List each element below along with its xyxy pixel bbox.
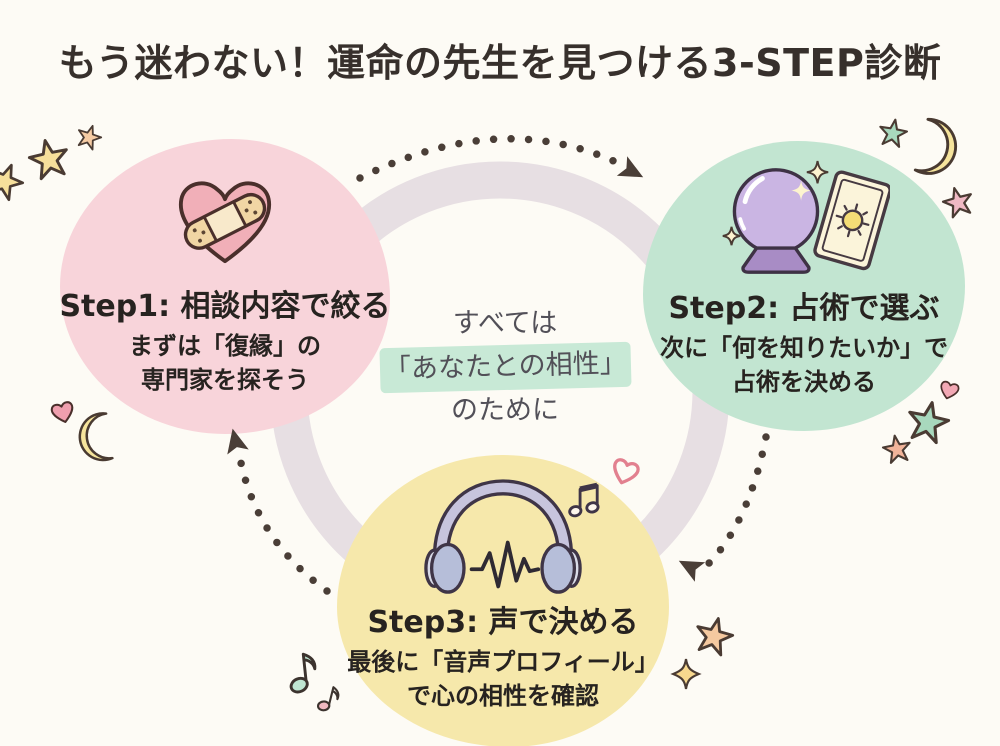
arrow-step2-to-step3 xyxy=(698,433,770,574)
star-icon xyxy=(0,162,25,202)
step1-card: Step1: 相談内容で絞る まずは「復縁」の 専門家を探そう xyxy=(59,139,391,434)
center-line1: すべては xyxy=(452,308,558,339)
crescent-moon-icon xyxy=(902,117,960,176)
step2-heading: Step2: 占術で選ぶ xyxy=(668,291,940,326)
arrow-step1-to-step2 xyxy=(356,135,622,182)
crystal-ball-tarot-icon xyxy=(718,160,890,275)
page-title: もう迷わない！運命の先生を見つける3-STEP診断 xyxy=(58,41,942,85)
star-icon xyxy=(906,400,951,445)
star-icon xyxy=(881,434,912,464)
step2-description: 次に「何を知りたいか」で 占術を決める xyxy=(660,334,948,396)
step2-card: Step2: 占術で選ぶ 次に「何を知りたいか」で 占術を決める xyxy=(643,141,965,431)
crescent-moon-icon xyxy=(76,412,126,462)
arrow-step3-to-step1 xyxy=(236,454,331,595)
star-icon xyxy=(878,118,909,148)
star-icon xyxy=(694,616,735,657)
heart-icon xyxy=(938,380,960,401)
center-line3: のために xyxy=(451,394,559,426)
headphones-icon xyxy=(403,479,603,594)
step3-heading: Step3: 声で決める xyxy=(367,605,639,640)
heart-outline-icon xyxy=(610,458,640,486)
center-highlighted-phrase: 「あなたとの相性」 xyxy=(379,341,631,393)
star-icon xyxy=(941,186,974,219)
sparkle-icon xyxy=(670,656,702,692)
step1-description: まずは「復縁」の 専門家を探そう xyxy=(129,332,321,394)
bandaged-heart-icon xyxy=(162,165,288,273)
center-message: すべては 「あなたとの相性」 のために xyxy=(350,303,660,432)
heart-icon xyxy=(50,400,76,425)
star-icon xyxy=(27,138,70,181)
step3-description: 最後に「音声プロフィール」 で心の相性を確認 xyxy=(347,648,659,710)
step3-card: Step3: 声で決める 最後に「音声プロフィール」 で心の相性を確認 xyxy=(337,455,669,746)
star-icon xyxy=(76,124,103,151)
music-note-icon xyxy=(316,682,342,714)
music-note-icon xyxy=(286,648,322,694)
step1-heading: Step1: 相談内容で絞る xyxy=(59,289,391,324)
